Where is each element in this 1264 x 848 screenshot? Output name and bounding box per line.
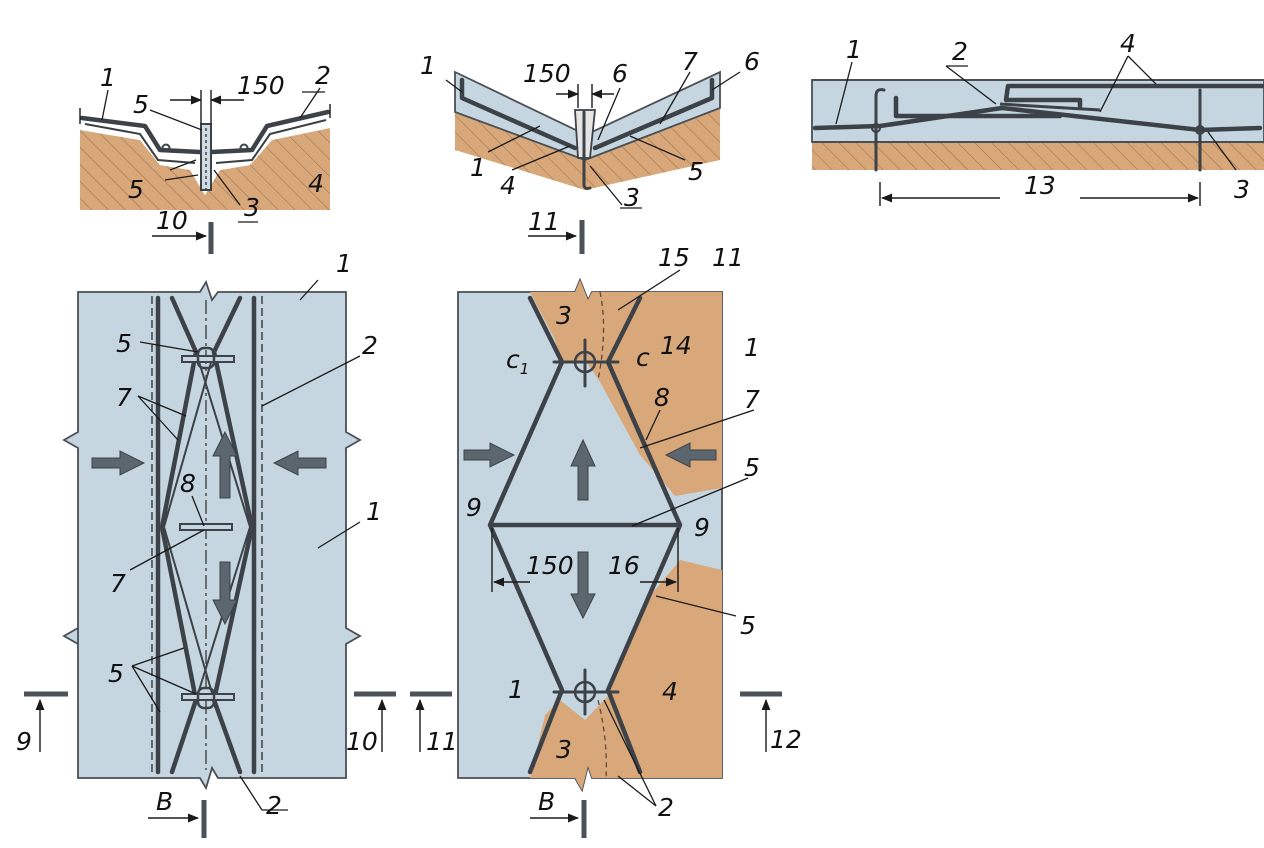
label-a-5-top: 5 — [133, 90, 149, 119]
slab-edge-a-left — [84, 123, 196, 164]
label-a-1: 1 — [100, 63, 116, 92]
label-b-1-bottom: 1 — [470, 153, 486, 182]
label-b-4: 4 — [500, 171, 516, 200]
label-pb-4: 4 — [662, 677, 678, 706]
section-a: 1 5 150 2 5 3 4 10 — [79, 61, 331, 254]
label-pb-7: 7 — [744, 385, 760, 414]
rebar-a-section — [79, 109, 331, 155]
cut-label-10-plan: 10 — [346, 727, 378, 756]
label-b-1-top: 1 — [420, 51, 436, 80]
label-a-5-bottom: 5 — [128, 175, 144, 204]
arrow-up-b — [570, 438, 596, 501]
label-b-5: 5 — [688, 157, 704, 186]
label-pa-2-bottom: 2 — [266, 791, 282, 820]
label-c-1: 1 — [846, 35, 862, 64]
arrow-left-b — [664, 442, 717, 468]
plan-a: 1 5 2 7 8 1 7 5 2 9 10 B — [16, 249, 396, 838]
label-pb-c: c — [636, 343, 650, 372]
label-pb-1-right: 1 — [744, 333, 760, 362]
cut-label-b-a: B — [156, 787, 173, 816]
cross-bar-5-top — [181, 355, 235, 363]
label-a-2: 2 — [315, 61, 331, 90]
soil-b-plan-bottom — [530, 560, 722, 790]
arrow-left-a — [272, 450, 327, 476]
label-b-6-left: 6 — [612, 59, 628, 88]
cross-bar-5-bottom — [181, 693, 235, 701]
label-pb-3-top: 3 — [556, 301, 572, 330]
concrete-panel-a — [62, 279, 362, 791]
label-pa-1-mid: 1 — [366, 497, 382, 526]
rebar-c-hook — [893, 95, 1063, 119]
label-pb-16: 16 — [608, 551, 640, 580]
arrow-right-b — [463, 442, 516, 468]
label-pa-5-top: 5 — [116, 329, 132, 358]
label-pb-2: 2 — [658, 793, 674, 822]
label-pb-8: 8 — [654, 383, 670, 412]
label-pb-dim: 150 — [526, 551, 574, 580]
cross-bar-8 — [179, 523, 233, 531]
label-pb-9-left: 9 — [466, 493, 482, 522]
label-pb-9-right: 9 — [694, 513, 710, 542]
label-c-2: 2 — [952, 37, 968, 66]
label-pa-5-bottom: 5 — [108, 659, 124, 688]
label-pa-8: 8 — [180, 469, 196, 498]
cut-label-11: 11 — [528, 207, 560, 236]
arrow-right-a — [91, 450, 146, 476]
label-pb-c1: c1 — [506, 345, 529, 378]
arrow-down-b — [570, 551, 596, 620]
label-pb-11: 11 — [712, 243, 744, 272]
label-b-dim: 150 — [523, 59, 571, 88]
label-c-dim: 13 — [1024, 171, 1056, 200]
section-b: 1 150 6 7 6 1 4 5 3 11 — [420, 47, 760, 254]
cut-label-b-b: B — [538, 787, 555, 816]
label-c-4: 4 — [1120, 29, 1136, 58]
plan-b: 15 11 3 c1 c 14 1 8 7 5 9 9 150 16 5 1 4… — [410, 243, 802, 838]
cut-label-12: 12 — [770, 725, 802, 754]
label-pb-14: 14 — [660, 331, 692, 360]
label-pb-5-mid: 5 — [744, 453, 760, 482]
arrow-up-a — [212, 430, 238, 499]
cut-label-11-plan: 11 — [426, 727, 458, 756]
arrow-down-a — [212, 561, 238, 626]
diamond-bar-a-right — [211, 295, 255, 775]
label-pb-3-bottom: 3 — [556, 735, 572, 764]
cut-label-10: 10 — [156, 206, 188, 235]
rebar-b-section — [459, 77, 715, 151]
joint-strip-a — [200, 123, 212, 191]
label-a-4: 4 — [308, 169, 324, 198]
label-pb-5-low: 5 — [740, 611, 756, 640]
rebar-c-upper — [1003, 83, 1264, 109]
rebar-c-lower — [812, 105, 1263, 133]
label-b-7: 7 — [682, 47, 698, 76]
label-a-3: 3 — [244, 193, 260, 222]
label-pa-7-mid: 7 — [110, 569, 126, 598]
label-b-6-right: 6 — [744, 47, 760, 76]
diamond-bar-b-left — [487, 295, 565, 775]
label-b-3: 3 — [624, 183, 640, 212]
diamond-bar-b-right — [605, 295, 683, 775]
label-pa-1-top: 1 — [336, 249, 352, 278]
label-a-dim: 150 — [237, 71, 285, 100]
diamond-bar-a-left — [159, 295, 199, 775]
anchor-c-left — [874, 88, 886, 172]
label-c-3: 3 — [1234, 175, 1250, 204]
label-pa-2-top: 2 — [362, 331, 378, 360]
section-c: 1 2 4 13 3 — [811, 29, 1264, 206]
anchor-3-b — [582, 110, 592, 190]
cut-label-9: 9 — [16, 727, 32, 756]
label-pb-15: 15 — [658, 243, 690, 272]
soil-b-plan-top — [530, 280, 722, 496]
label-pa-7-top: 7 — [116, 383, 132, 412]
label-pb-1-left: 1 — [508, 675, 524, 704]
slab-edge-a-right — [215, 119, 327, 164]
